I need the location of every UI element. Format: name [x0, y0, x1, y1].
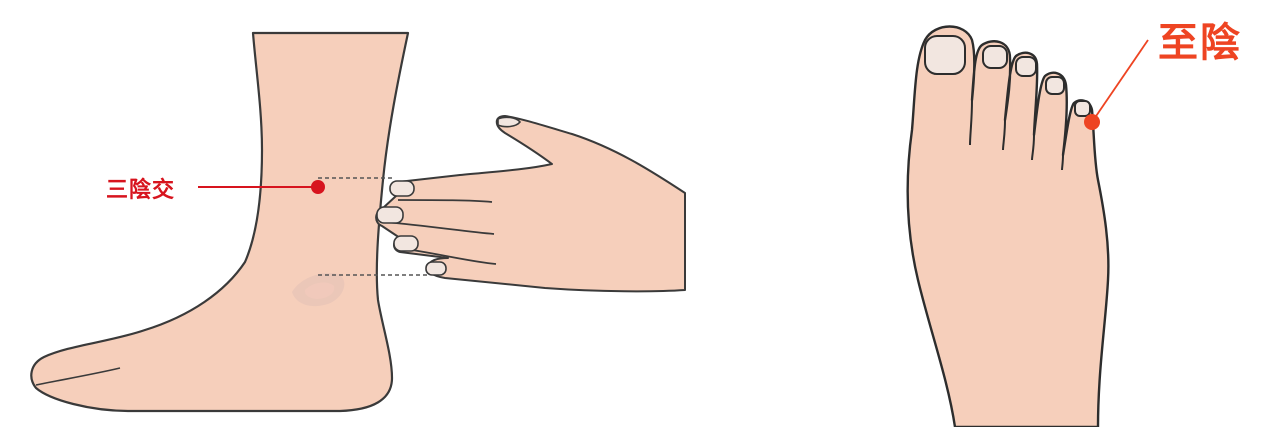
fingernail-middle: [377, 207, 403, 223]
foot-top-shape: [908, 27, 1109, 427]
toenail-third: [1016, 57, 1036, 76]
fingernail-ring: [394, 236, 418, 251]
sanyinjiao-label: 三陰交: [106, 172, 175, 204]
thumbnail: [498, 117, 520, 126]
zhiyin-point-marker: [1084, 114, 1100, 130]
fingernail-index: [390, 181, 414, 196]
hand-shape: [376, 116, 685, 291]
zhiyin-label: 至陰: [1158, 10, 1242, 68]
fingernail-little: [426, 262, 446, 275]
toenail-little: [1075, 101, 1090, 116]
toenail-fourth: [1046, 77, 1064, 94]
zhiyin-leader-line: [1092, 40, 1148, 122]
toenail-second: [983, 46, 1007, 68]
ankle-illustration-icon: [31, 33, 408, 411]
toe-gap-4: [1062, 155, 1063, 170]
leg-foot-shape: [31, 33, 408, 411]
toenail-big: [925, 36, 965, 74]
hand-illustration-icon: [376, 116, 685, 291]
foot-illustration-icon: [908, 27, 1109, 427]
sanyinjiao-point-marker: [311, 180, 325, 194]
